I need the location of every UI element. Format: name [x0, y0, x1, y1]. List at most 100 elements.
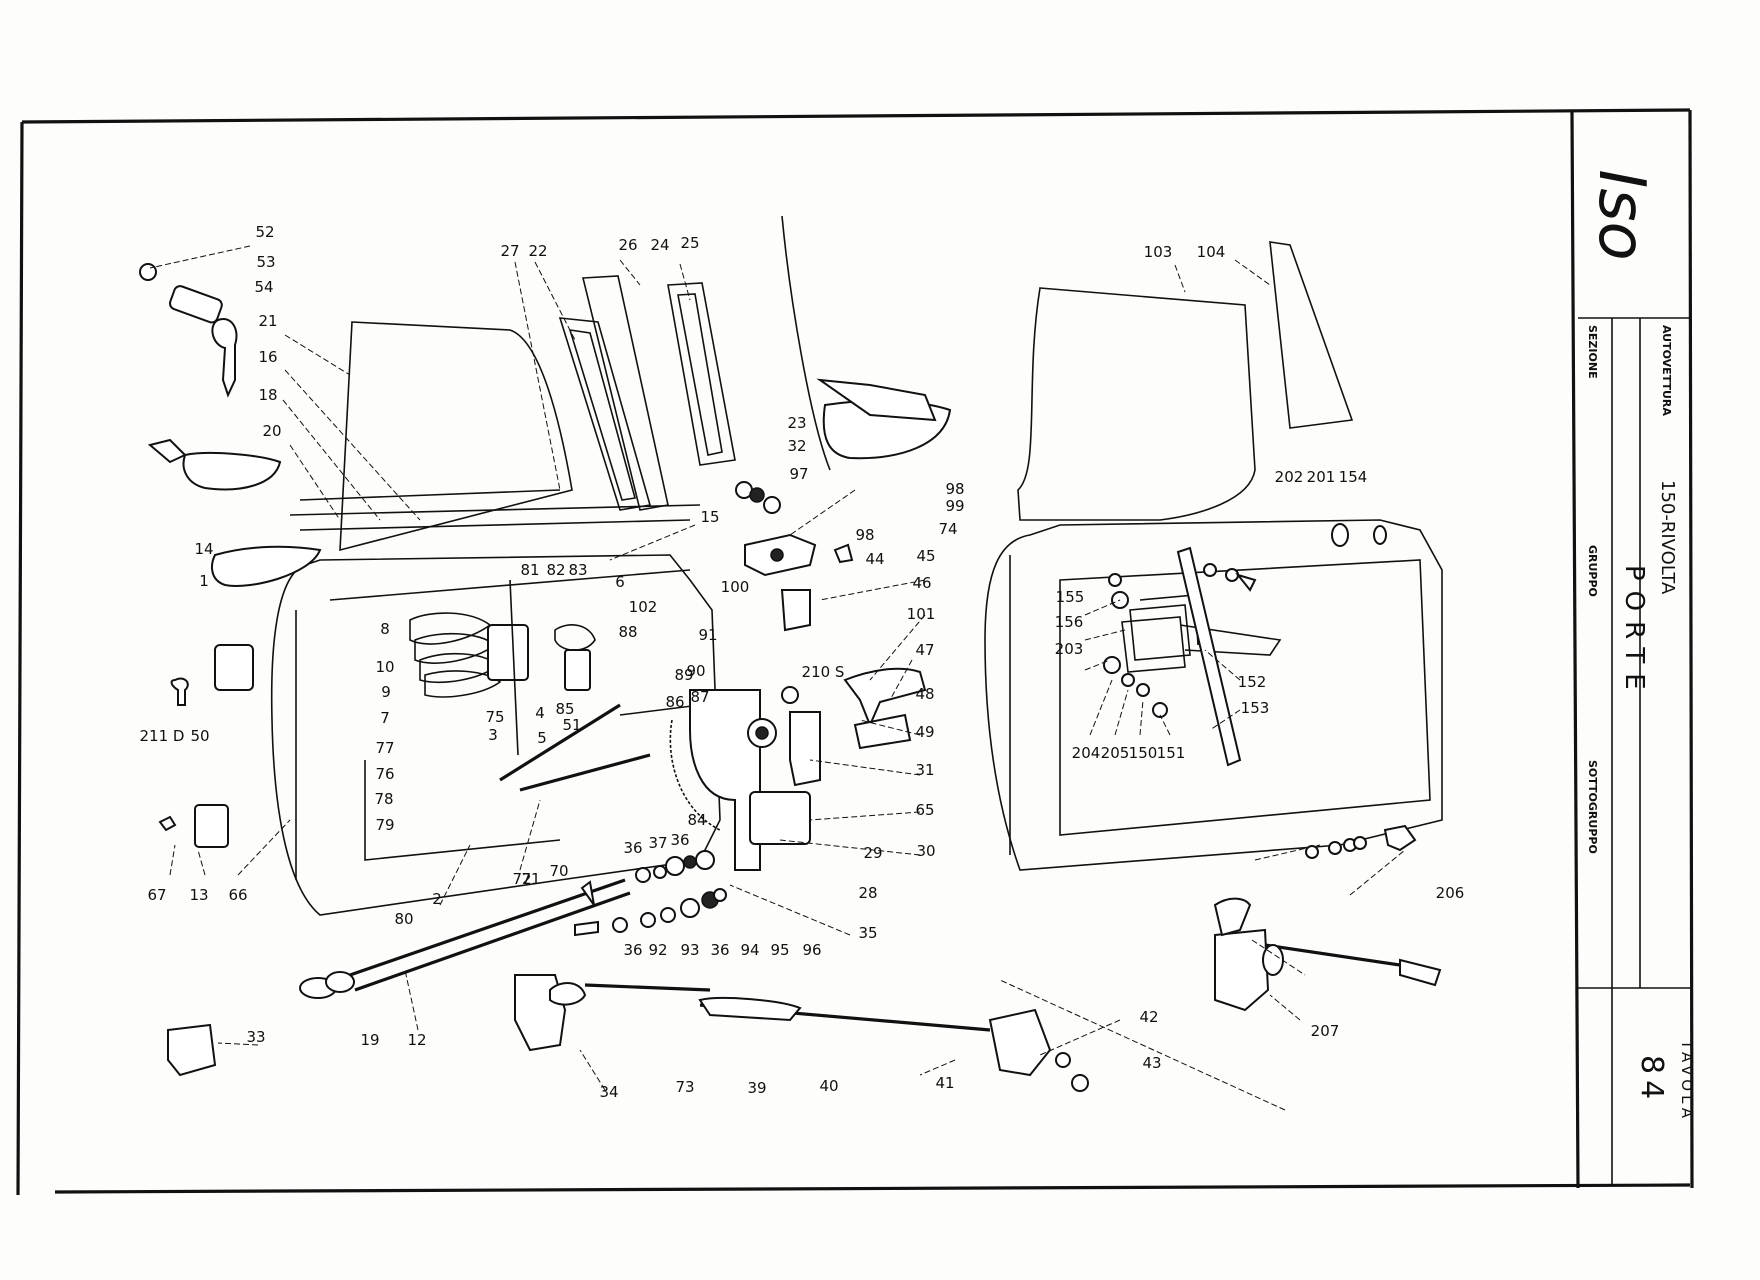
callout-104: 151: [1157, 744, 1186, 762]
callout-4: 16: [258, 348, 277, 366]
callout-73: 98: [945, 480, 964, 498]
callout-97: 154: [1339, 468, 1368, 486]
callout-56: 29: [863, 844, 882, 862]
callout-99: 156: [1055, 613, 1084, 631]
callout-98: 155: [1056, 588, 1085, 606]
callout-2: 54: [254, 278, 273, 296]
callout-18: 91: [698, 626, 717, 644]
section-label: SEZIONE: [1586, 325, 1599, 379]
callout-55: 28: [858, 884, 877, 902]
rear-door-assembly: [984, 241, 1443, 1021]
door-latch-assembly: [167, 974, 1089, 1092]
callout-90: 41: [935, 1074, 954, 1092]
callout-65: 45: [916, 547, 935, 565]
callout-6: 20: [262, 422, 281, 440]
callout-38: 86: [665, 693, 684, 711]
check-strap-46: [843, 667, 927, 728]
leader-lines-left: [149, 245, 1286, 1111]
model-name: 150-RIVOLTA: [1657, 480, 1678, 595]
rear-door-latch: [1214, 928, 1270, 1012]
remote-control-rod: [299, 878, 631, 999]
callout-42: 71: [521, 870, 540, 888]
callout-41: 72: [512, 870, 531, 888]
hinge-bracket-44: [780, 589, 811, 632]
callout-62: 47: [915, 641, 934, 659]
rear-door-glass: [1017, 287, 1256, 521]
callout-31: 3: [488, 726, 498, 744]
callout-32: 5: [537, 729, 547, 747]
armrest: [211, 545, 322, 587]
callout-7: 27: [500, 242, 519, 260]
front-door-assembly: [139, 215, 1286, 1111]
callout-92: 43: [1142, 1054, 1161, 1072]
callout-28: 75: [485, 708, 504, 726]
callout-85: 33: [246, 1028, 265, 1046]
callout-34: 88: [618, 623, 637, 641]
inner-handle: [182, 451, 282, 491]
callout-13: 81: [520, 561, 539, 579]
callout-88: 39: [747, 1079, 766, 1097]
callout-8: 22: [528, 242, 547, 260]
rear-glass-guide-channel: [1176, 546, 1242, 767]
callout-75: 210 S: [802, 663, 845, 681]
callout-23: 77: [375, 739, 394, 757]
callout-35: 89: [674, 666, 693, 684]
callout-80: 66: [228, 886, 247, 904]
plate-number: 84: [1634, 1055, 1669, 1105]
callout-30: 85: [555, 700, 574, 718]
callout-19: 8: [380, 620, 390, 638]
callout-110: 207: [0, 0, 14, 4]
callout-25: 78: [374, 790, 393, 808]
key: [211, 318, 238, 398]
callout-91: 42: [1139, 1008, 1158, 1026]
callout-51: 94: [740, 941, 759, 959]
callout-84: 12: [407, 1031, 426, 1049]
callout-27: 80: [394, 910, 413, 928]
callout-40: 2: [432, 890, 442, 908]
callout-43: 70: [549, 862, 568, 880]
plate-label: TAVOLA: [1678, 1039, 1696, 1122]
callout-39: 84: [687, 811, 706, 829]
callout-103: 150: [1129, 744, 1158, 762]
callout-29: 4: [535, 704, 545, 722]
callout-15: 83: [568, 561, 587, 579]
rear-quarter-glass: [1269, 241, 1354, 429]
callout-14: 82: [546, 561, 565, 579]
callout-72: 97: [789, 465, 808, 483]
callout-105: 152: [1238, 673, 1267, 691]
callout-106: 153: [1241, 699, 1270, 717]
callout-93: 103: [1144, 243, 1173, 261]
callout-46: 36: [670, 831, 689, 849]
callout-10: 24: [650, 236, 669, 254]
callout-54: 35: [858, 924, 877, 942]
callout-50: 36: [710, 941, 729, 959]
callout-53: 96: [802, 941, 821, 959]
callout-63: 101: [907, 605, 936, 623]
callout-9: 26: [618, 236, 637, 254]
callout-33: 51: [562, 716, 581, 734]
subgroup-label: SOTTOGRUPPO: [1586, 760, 1599, 854]
callout-64: 46: [912, 574, 931, 592]
callout-81: 14: [194, 540, 213, 558]
callout-47: 36: [623, 941, 642, 959]
callout-1: 53: [256, 253, 275, 271]
callout-59: 31: [915, 761, 934, 779]
callout-49: 93: [680, 941, 699, 959]
callout-3: 21: [258, 312, 277, 330]
callout-52: 95: [770, 941, 789, 959]
callout-22: 7: [380, 709, 390, 727]
callout-94: 104: [1197, 243, 1226, 261]
callout-71: 32: [787, 437, 806, 455]
callout-78: 67: [147, 886, 166, 904]
callout-20: 10: [375, 658, 394, 676]
callout-57: 30: [916, 842, 935, 860]
callout-36: 90: [686, 662, 705, 680]
callout-107: 206: [1436, 884, 1465, 902]
callout-96: 201: [1307, 468, 1336, 486]
rear-door-panel: [984, 519, 1443, 871]
drawing-frame: [16, 108, 1694, 1196]
callout-108: 207: [1311, 1022, 1340, 1040]
callout-5: 18: [258, 386, 277, 404]
callout-45: 37: [648, 834, 667, 852]
